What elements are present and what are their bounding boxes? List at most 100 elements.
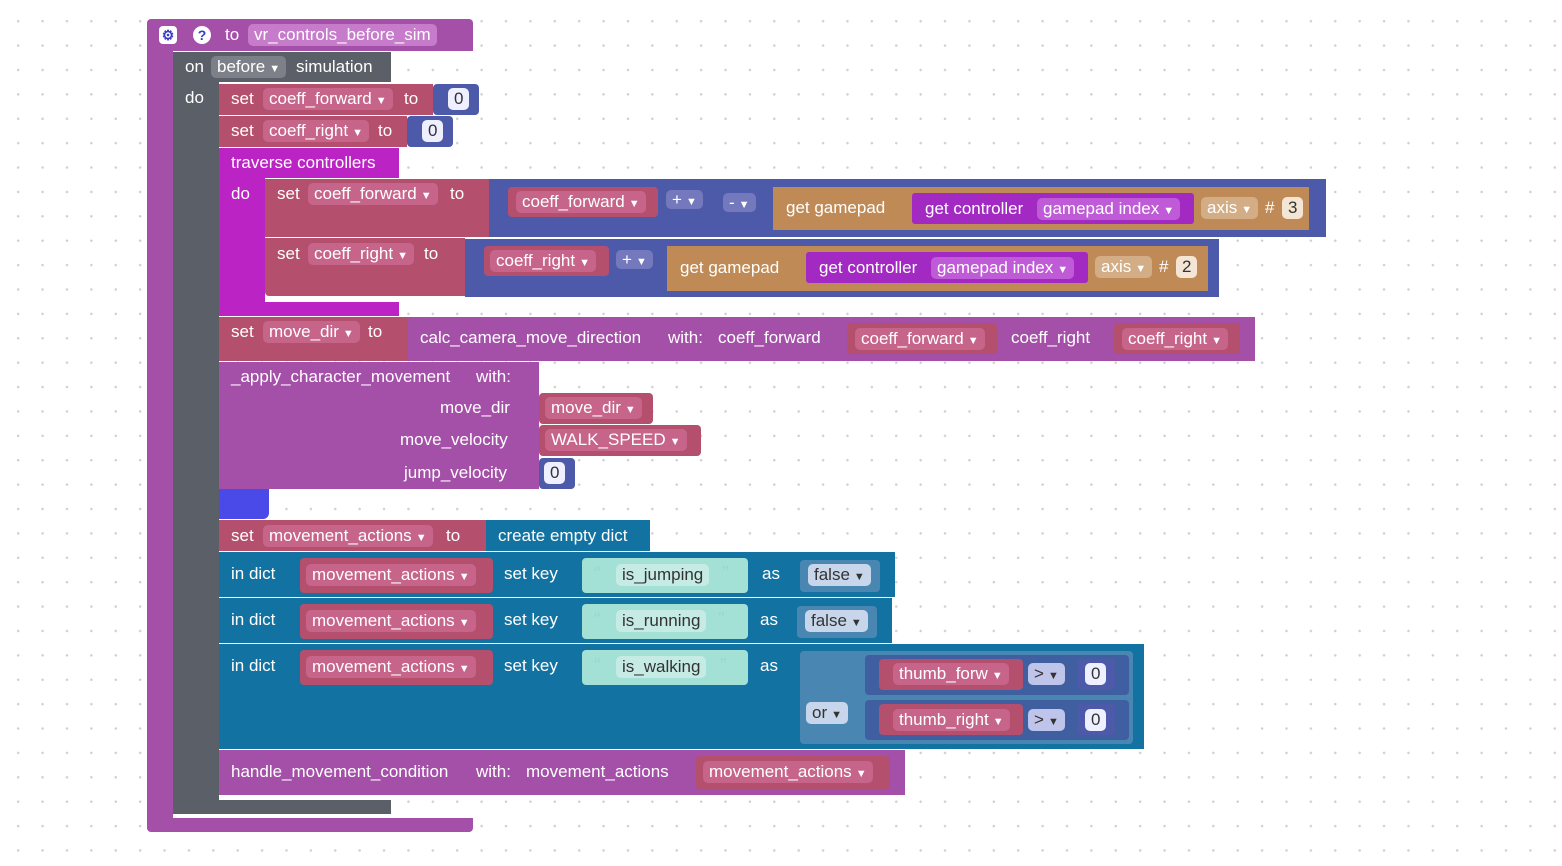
traverse-controllers-block[interactable] bbox=[219, 148, 399, 178]
get-controller-label: get controller bbox=[819, 258, 918, 277]
var-dropdown[interactable]: coeff_forward▼ bbox=[516, 191, 646, 213]
axis-number[interactable]: 2 bbox=[1176, 256, 1198, 278]
hash-label: # bbox=[1265, 198, 1275, 217]
var-dropdown[interactable]: movement_actions▼ bbox=[306, 564, 476, 586]
do-label: do bbox=[185, 88, 204, 107]
call-label: _apply_character_movement bbox=[231, 367, 451, 386]
set-label: set bbox=[231, 89, 254, 108]
set-label: set bbox=[231, 121, 254, 140]
param-label: coeff_right bbox=[1011, 328, 1091, 347]
var-dropdown[interactable]: coeff_right▼ bbox=[263, 120, 369, 142]
traverse-arm bbox=[219, 178, 265, 304]
open-quote-icon: “ bbox=[594, 563, 601, 585]
create-empty-dict-block[interactable] bbox=[486, 520, 650, 551]
number-field[interactable]: 0 bbox=[422, 120, 444, 142]
var-dropdown[interactable]: movement_actions▼ bbox=[306, 610, 476, 632]
procedure-block-arm bbox=[147, 50, 173, 818]
number-field[interactable]: 0 bbox=[544, 462, 566, 484]
phase-suffix: simulation bbox=[296, 57, 373, 76]
op-plus-dropdown[interactable]: +▼ bbox=[666, 190, 703, 209]
or-dropdown[interactable]: or▼ bbox=[806, 702, 849, 724]
controller-field-dropdown[interactable]: gamepad index▼ bbox=[1037, 198, 1181, 220]
var-dropdown[interactable]: coeff_forward▼ bbox=[263, 88, 393, 110]
in-dict-label: in dict bbox=[231, 564, 276, 583]
question-icon[interactable]: ? bbox=[193, 26, 211, 44]
as-label: as bbox=[760, 656, 778, 675]
var-dropdown[interactable]: coeff_right▼ bbox=[1122, 328, 1228, 350]
to-label: to bbox=[404, 89, 419, 108]
boolean-dropdown[interactable]: false▼ bbox=[805, 610, 868, 632]
procedure-block-footer bbox=[147, 818, 473, 832]
op-minus-dropdown[interactable]: -▼ bbox=[723, 193, 756, 212]
param-label: coeff_forward bbox=[718, 328, 821, 347]
compare-op-dropdown[interactable]: >▼ bbox=[1028, 709, 1065, 731]
traverse-footer bbox=[219, 302, 399, 316]
var-dropdown[interactable]: move_dir▼ bbox=[263, 321, 360, 343]
key-field[interactable]: is_running bbox=[616, 610, 707, 632]
empty-slot bbox=[219, 489, 269, 519]
to-label: to bbox=[446, 526, 461, 545]
axis-number[interactable]: 3 bbox=[1282, 197, 1304, 219]
var-dropdown[interactable]: movement_actions▼ bbox=[263, 525, 433, 547]
to-label: to bbox=[424, 244, 439, 263]
controller-field-dropdown[interactable]: gamepad index▼ bbox=[931, 257, 1075, 279]
in-dict-label: in dict bbox=[231, 610, 276, 629]
var-dropdown[interactable]: movement_actions▼ bbox=[703, 761, 873, 783]
get-gamepad-label: get gamepad bbox=[786, 198, 886, 217]
to-label: to bbox=[450, 184, 465, 203]
open-quote-icon: “ bbox=[594, 655, 601, 677]
set-key-label: set key bbox=[504, 656, 558, 675]
number-field[interactable]: 0 bbox=[1085, 709, 1107, 731]
var-dropdown[interactable]: move_dir▼ bbox=[545, 397, 642, 419]
set-label: set bbox=[277, 184, 300, 203]
traverse-label: traverse controllers bbox=[231, 153, 376, 172]
apply-movement-block[interactable] bbox=[219, 362, 539, 489]
gear-icon[interactable]: ⚙ bbox=[159, 26, 177, 44]
chevron-down-icon: ▼ bbox=[269, 63, 281, 75]
var-dropdown[interactable]: thumb_forw▼ bbox=[893, 663, 1009, 685]
set-label: set bbox=[231, 322, 254, 341]
close-quote-icon: ” bbox=[720, 655, 727, 677]
with-label: with: bbox=[476, 367, 511, 386]
param-label: movement_actions bbox=[526, 762, 669, 781]
phase-dropdown[interactable]: before▼ bbox=[211, 56, 287, 78]
param-label: move_velocity bbox=[400, 430, 508, 449]
axis-dropdown[interactable]: axis▼ bbox=[1095, 256, 1153, 278]
var-dropdown[interactable]: coeff_right▼ bbox=[490, 250, 596, 272]
var-dropdown[interactable]: coeff_right▼ bbox=[308, 243, 414, 265]
number-field[interactable]: 0 bbox=[1085, 663, 1107, 685]
on-label: on bbox=[185, 57, 204, 76]
set-label: set bbox=[277, 244, 300, 263]
do-label: do bbox=[231, 184, 250, 203]
close-quote-icon: ” bbox=[718, 609, 725, 631]
axis-dropdown[interactable]: axis▼ bbox=[1201, 197, 1259, 219]
compare-op-dropdown[interactable]: >▼ bbox=[1028, 663, 1065, 685]
key-field[interactable]: is_walking bbox=[616, 656, 707, 678]
event-block-footer bbox=[173, 800, 391, 814]
get-controller-label: get controller bbox=[925, 199, 1024, 218]
hash-label: # bbox=[1159, 257, 1169, 276]
set-key-label: set key bbox=[504, 610, 558, 629]
set-key-label: set key bbox=[504, 564, 558, 583]
function-name-field[interactable]: vr_controls_before_sim bbox=[248, 24, 437, 46]
calc-camera-call-block[interactable] bbox=[408, 317, 1255, 361]
op-plus-dropdown[interactable]: +▼ bbox=[616, 250, 653, 269]
open-quote-icon: “ bbox=[594, 609, 601, 631]
number-field[interactable]: 0 bbox=[448, 88, 470, 110]
to-label: to bbox=[225, 25, 240, 44]
create-dict-label: create empty dict bbox=[498, 526, 628, 545]
var-dropdown[interactable]: WALK_SPEED▼ bbox=[545, 429, 687, 451]
var-dropdown[interactable]: coeff_forward▼ bbox=[308, 183, 438, 205]
boolean-dropdown[interactable]: false▼ bbox=[808, 564, 871, 586]
key-field[interactable]: is_jumping bbox=[616, 564, 710, 586]
var-dropdown[interactable]: coeff_forward▼ bbox=[855, 328, 985, 350]
as-label: as bbox=[760, 610, 778, 629]
var-dropdown[interactable]: thumb_right▼ bbox=[893, 709, 1010, 731]
close-quote-icon: ” bbox=[722, 563, 729, 585]
in-dict-label: in dict bbox=[231, 656, 276, 675]
param-label: move_dir bbox=[440, 398, 510, 417]
call-label: calc_camera_move_direction bbox=[420, 328, 642, 347]
param-label: jump_velocity bbox=[404, 463, 507, 482]
var-dropdown[interactable]: movement_actions▼ bbox=[306, 656, 476, 678]
get-gamepad-label: get gamepad bbox=[680, 258, 780, 277]
